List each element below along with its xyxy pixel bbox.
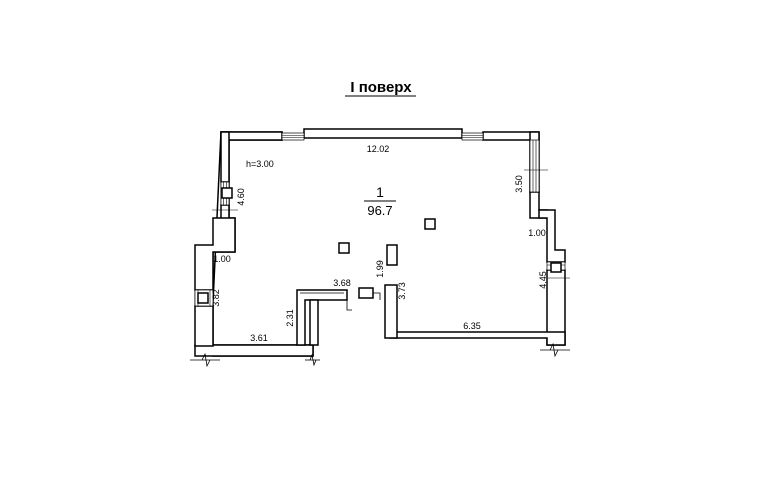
wall-marker-left-lower (197, 292, 209, 304)
wall-left-top (220, 131, 230, 183)
wall-top-center (303, 128, 463, 139)
dim-bottom-right: 6.35 (463, 321, 481, 331)
dim-right-step: 1.00 (528, 228, 546, 238)
room-number: 1 (376, 184, 384, 200)
dim-right-lower: 4.45 (538, 271, 548, 289)
dim-inner-right: 3.73 (397, 282, 407, 300)
column-3 (386, 244, 398, 266)
wall-marker-left-upper (221, 187, 233, 199)
perimeter (194, 131, 314, 357)
dim-left-lower: 3.82 (211, 289, 221, 307)
wall-marker-right (550, 262, 562, 273)
height-note: h=3.00 (246, 159, 274, 169)
wall-left-mid (220, 204, 230, 220)
dim-right-upper: 3.50 (514, 175, 524, 193)
entrance-recess (296, 284, 398, 346)
dim-recess-top: 3.68 (333, 278, 351, 288)
break-marks (190, 169, 570, 368)
floor-title: I поверх (350, 79, 412, 96)
wall-left-lower (194, 305, 214, 347)
column-2 (424, 218, 436, 230)
column-1 (338, 242, 350, 254)
dim-column-side: 1.99 (375, 260, 385, 278)
dim-left-upper: 4.60 (236, 188, 246, 206)
wall-bottom-left (194, 344, 314, 357)
dim-bottom-left: 3.61 (250, 333, 268, 343)
wall-top-left (220, 131, 283, 141)
dim-recess-side: 2.31 (285, 309, 295, 327)
dim-left-step: 1.00 (213, 254, 231, 264)
dim-top: 12.02 (367, 144, 390, 154)
room-area: 96.7 (367, 203, 392, 218)
